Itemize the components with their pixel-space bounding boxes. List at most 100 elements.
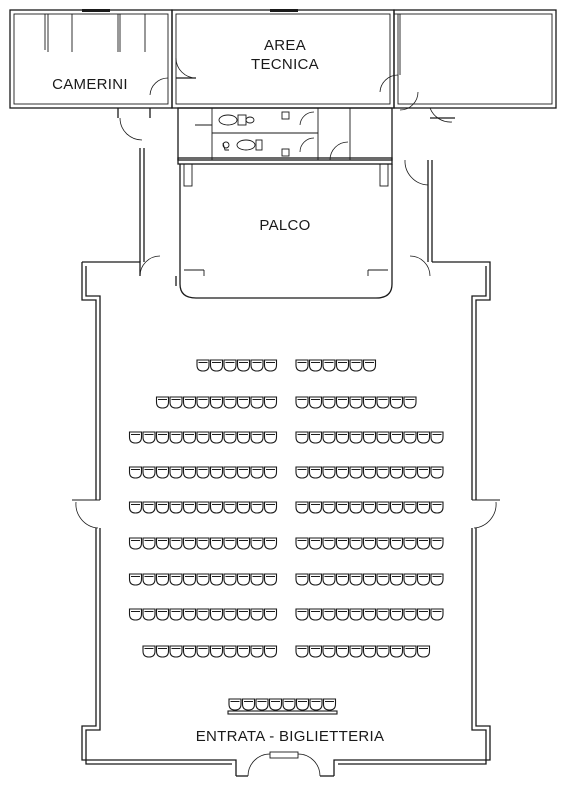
seat [349, 396, 363, 409]
seat [322, 396, 336, 409]
seat [322, 698, 337, 711]
seat [209, 431, 224, 444]
seat [263, 431, 278, 444]
seat [376, 466, 390, 479]
seat [236, 359, 251, 372]
seat [389, 466, 404, 479]
seat [182, 396, 197, 409]
seat [308, 573, 323, 586]
toilet-icon [236, 139, 263, 151]
seat [196, 537, 210, 550]
seat [376, 573, 390, 586]
seat [335, 537, 350, 550]
seat [322, 645, 336, 658]
seat [263, 396, 278, 409]
side-corridors [139, 148, 433, 277]
seat [169, 573, 183, 586]
seat [308, 396, 323, 409]
seat [335, 608, 350, 621]
seat [430, 537, 444, 550]
seat [322, 466, 336, 479]
seat [142, 466, 156, 479]
seat [263, 466, 278, 479]
seat [142, 608, 156, 621]
seat [128, 501, 143, 514]
seat [309, 698, 323, 711]
seat [169, 501, 183, 514]
seat [376, 431, 390, 444]
seat [196, 431, 210, 444]
seat [182, 573, 197, 586]
seat [295, 537, 309, 550]
seat [209, 501, 224, 514]
seat [389, 431, 404, 444]
seat [389, 645, 404, 658]
seat [223, 431, 237, 444]
seat [250, 431, 264, 444]
seat [236, 396, 251, 409]
seat [362, 645, 377, 658]
seat [223, 396, 237, 409]
seat [308, 359, 323, 372]
seat [349, 573, 363, 586]
seat [295, 645, 309, 658]
seat [196, 645, 210, 658]
seat [223, 466, 237, 479]
seat [196, 501, 210, 514]
seat [376, 537, 390, 550]
seat [295, 608, 309, 621]
seat [308, 431, 323, 444]
seat [155, 431, 170, 444]
seat [209, 537, 224, 550]
seat [362, 466, 377, 479]
seat [403, 396, 417, 409]
seat [362, 573, 377, 586]
seat [236, 431, 251, 444]
seat [335, 466, 350, 479]
room-label-entrata: ENTRATA - BIGLIETTERIA [195, 728, 385, 745]
seat [155, 466, 170, 479]
seat [128, 608, 143, 621]
sink-icon [281, 111, 290, 157]
seat [209, 466, 224, 479]
seat [250, 573, 264, 586]
seat [282, 698, 296, 711]
backstage-corridors [117, 74, 455, 186]
seat [403, 501, 417, 514]
seat [228, 698, 242, 711]
seat [196, 359, 210, 372]
seat [308, 645, 323, 658]
seat [308, 466, 323, 479]
seat [236, 645, 251, 658]
seat [349, 501, 363, 514]
seat [182, 431, 197, 444]
seat [263, 501, 278, 514]
seat [142, 645, 156, 658]
seat [335, 573, 350, 586]
seat [128, 466, 143, 479]
seat [295, 501, 309, 514]
seat [430, 608, 444, 621]
seat [362, 608, 377, 621]
seat [223, 359, 237, 372]
seat [322, 608, 336, 621]
seat [430, 431, 444, 444]
room-label-camerini: CAMERINI [52, 76, 128, 93]
toilets-block [177, 107, 393, 161]
seat [295, 698, 310, 711]
seat [169, 466, 183, 479]
seat [403, 608, 417, 621]
seat [362, 431, 377, 444]
seat [430, 466, 444, 479]
room-label-area-line1: AREA [263, 37, 307, 54]
seat [155, 396, 170, 409]
seat [169, 396, 183, 409]
seat [295, 466, 309, 479]
seat [362, 396, 377, 409]
seat [142, 537, 156, 550]
seat [169, 431, 183, 444]
seat [295, 431, 309, 444]
seat [416, 501, 431, 514]
seat [236, 501, 251, 514]
